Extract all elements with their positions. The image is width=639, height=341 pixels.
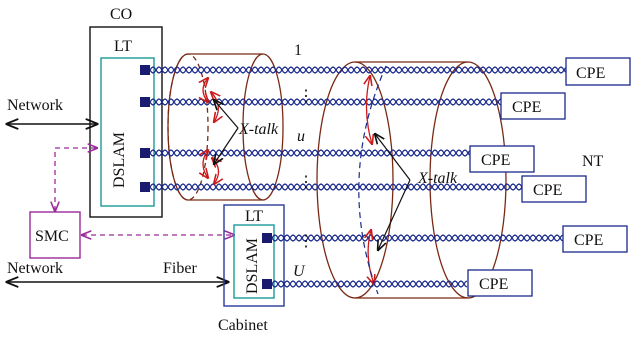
cabinet-port-2: [262, 279, 272, 289]
co-dslam-label: DSLAM: [111, 132, 128, 188]
cpe-box-4: [521, 175, 587, 203]
line-index-u: u: [297, 128, 305, 145]
xtalk-label-1: X-talk: [238, 121, 279, 138]
xtalk-pointer-1b: [214, 127, 239, 164]
cabinet-line-terminal-box: [233, 224, 275, 299]
cable-2-near-end: [316, 61, 394, 299]
cable-2-inner-dashed-arc: [358, 65, 387, 295]
xtalk-red-arrow-2: [211, 92, 218, 122]
cpe-label-4: CPE: [533, 182, 562, 199]
cabinet-dslam-label: DSLAM: [244, 238, 261, 294]
xtalk-pointer-2a: [375, 134, 411, 181]
co-port-1: [140, 65, 150, 75]
cable-2-far-end: [429, 61, 507, 299]
vertical-dots-3: ⋮: [298, 233, 314, 250]
cpe-box-5: [562, 225, 628, 253]
vertical-dots-2: ⋮: [298, 174, 314, 191]
xtalk-red-arrow-5: [366, 76, 372, 144]
co-lt-label: LT: [114, 38, 132, 55]
twisted-pair-1-wire-a: [149, 66, 566, 74]
co-port-3: [140, 148, 150, 158]
cpe-label-2: CPE: [512, 99, 541, 116]
co-port-4: [140, 182, 150, 192]
cpe-box-3: [469, 145, 535, 173]
nt-label: NT: [582, 153, 604, 170]
cabinet-port-1: [262, 233, 272, 243]
xtalk-red-arrow-3: [203, 150, 208, 178]
line-index-U: U: [293, 263, 306, 280]
xtalk-pointer-2b: [378, 179, 411, 250]
cable-1-far-end: [242, 53, 284, 201]
co-label: CO: [110, 6, 132, 23]
fiber-label: Fiber: [163, 260, 197, 277]
vertical-dots-1: ⋮: [298, 88, 314, 105]
cpe-box-2: [500, 92, 566, 120]
cpe-label-1: CPE: [576, 65, 605, 82]
line-index-1: 1: [294, 42, 302, 59]
xtalk-pointer-1a: [214, 100, 239, 129]
cabinet-box: [223, 204, 285, 307]
cabinet-label: Cabinet: [218, 317, 268, 334]
cabinet-lt-label: LT: [245, 208, 263, 225]
cpe-box-1: [565, 57, 631, 86]
xtalk-label-2: X-talk: [417, 170, 458, 187]
smc-label: SMC: [35, 228, 69, 245]
smc-co-control-link: [55, 148, 97, 211]
twisted-pair-1-wire-b: [149, 66, 566, 74]
cable-1-near-end-front: [167, 53, 189, 201]
twisted-pair-5-wire-a: [271, 234, 564, 242]
cpe-label-6: CPE: [479, 276, 508, 293]
cpe-label-5: CPE: [574, 232, 603, 249]
co-network-label: Network: [7, 97, 63, 114]
co-line-terminal-box: [100, 57, 155, 207]
xtalk-red-arrow-1: [203, 78, 208, 102]
cpe-label-3: CPE: [481, 152, 510, 169]
cabinet-network-label: Network: [7, 260, 63, 277]
xtalk-red-arrow-6: [368, 230, 374, 284]
cpe-box-6: [467, 269, 533, 297]
co-port-2: [140, 97, 150, 107]
twisted-pair-5-wire-b: [271, 234, 564, 242]
